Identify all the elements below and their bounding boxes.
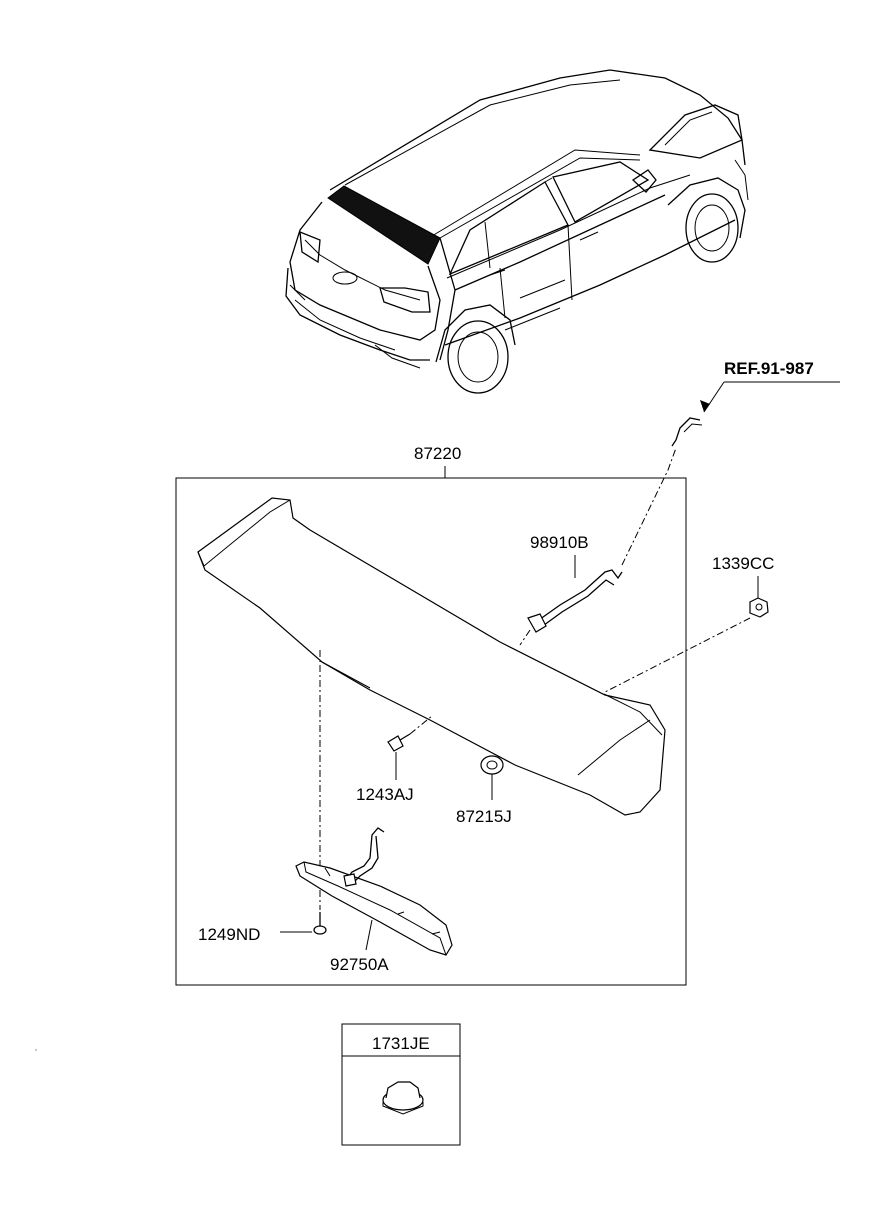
reference-callout: REF.91-987 bbox=[671, 359, 840, 447]
wiring-part-label: 98910B bbox=[530, 533, 589, 552]
nut-icon bbox=[749, 597, 769, 618]
plug-part-label: 1731JE bbox=[372, 1034, 430, 1053]
spoiler-assembly: 87220 98910B 1339CC 1243AJ 87215J bbox=[175, 444, 774, 986]
spoiler-part-label: 87220 bbox=[414, 444, 461, 463]
stop-lamp-part-label: 92750A bbox=[330, 955, 389, 974]
vehicle-illustration bbox=[285, 69, 749, 394]
grommet-part-label: 87215J bbox=[456, 807, 512, 826]
assembly-frame bbox=[175, 477, 687, 986]
screw-icon bbox=[387, 735, 404, 752]
bolt-icon bbox=[313, 925, 327, 935]
ref-label: REF.91-987 bbox=[724, 359, 814, 378]
grommet-icon bbox=[480, 755, 504, 775]
screw-part-label: 1243AJ bbox=[356, 785, 414, 804]
plug-callout-box: 1731JE bbox=[341, 1023, 461, 1146]
lamp-connector bbox=[343, 873, 357, 887]
bolt-part-label: 1249ND bbox=[198, 925, 260, 944]
high-mount-stop-lamp bbox=[295, 861, 453, 956]
wiring-connector bbox=[527, 613, 547, 633]
nut-part-label: 1339CC bbox=[712, 554, 774, 573]
rear-spoiler bbox=[197, 497, 666, 816]
